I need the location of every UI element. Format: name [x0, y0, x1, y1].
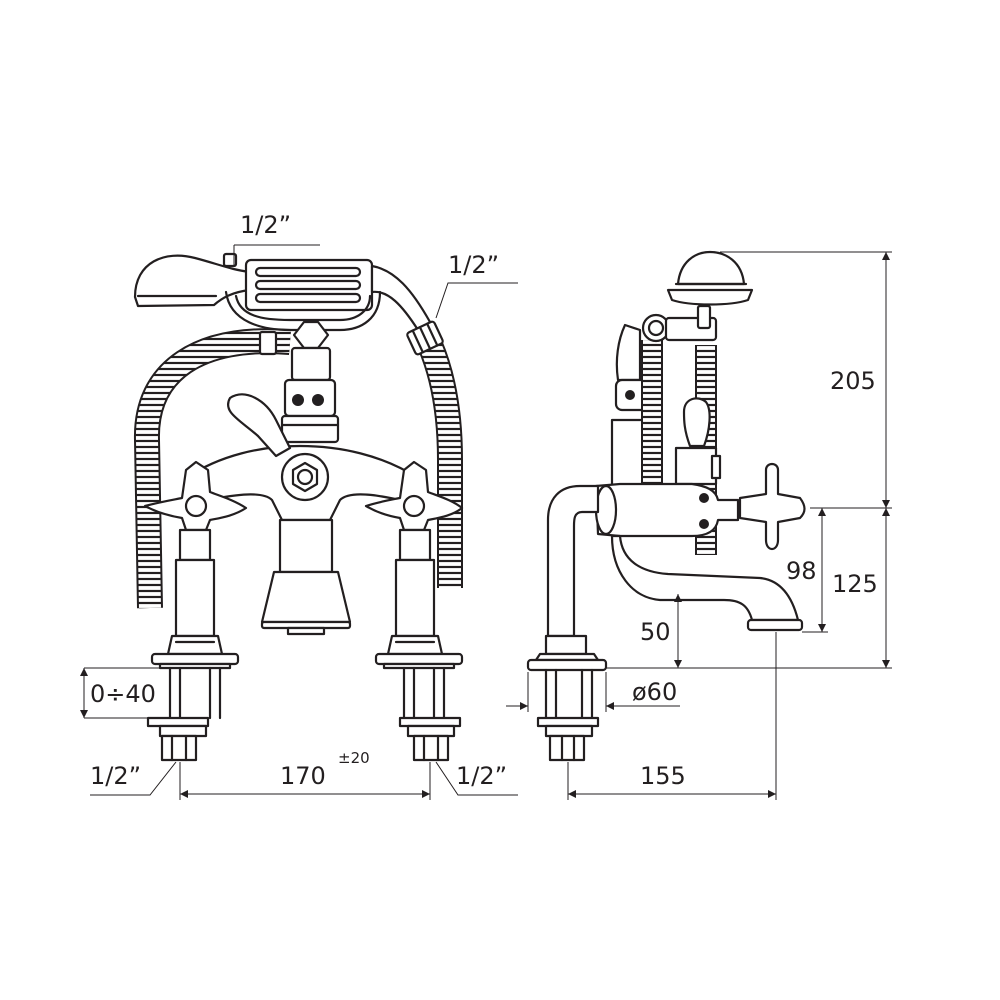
label-inlet-top: 1/2”	[240, 211, 291, 239]
cross-handle-right[interactable]	[364, 460, 464, 532]
side-view	[526, 250, 806, 762]
cross-handle-left[interactable]	[143, 460, 248, 532]
label-projection: 155	[640, 762, 686, 790]
label-centers-tolerance: ±20	[338, 749, 370, 767]
label-centers: 170	[280, 762, 326, 790]
label-handle-height: 98	[786, 557, 817, 585]
label-inlet-right: 1/2”	[448, 251, 499, 279]
label-inlet-right-bottom: 1/2”	[456, 762, 507, 790]
spout	[260, 570, 352, 624]
label-spout-height: 50	[640, 618, 671, 646]
label-total-height: 205	[830, 367, 876, 395]
cradle	[224, 290, 382, 332]
front-view	[133, 252, 464, 762]
dimension-lines	[80, 244, 892, 800]
dimension-labels: 1/2” 1/2” 0÷40 1/2” 1/2” 170 ±20 ø60 155…	[90, 211, 878, 790]
leg-left	[146, 528, 240, 762]
label-adjust-range: 0÷40	[90, 680, 156, 708]
leg-right	[374, 528, 464, 762]
label-body-height: 125	[832, 570, 878, 598]
label-inlet-left-bottom: 1/2”	[90, 762, 141, 790]
cross-handle-side[interactable]	[738, 462, 806, 551]
handshower-head-side	[676, 250, 746, 286]
handshower-head	[133, 254, 252, 308]
label-flange-diameter: ø60	[632, 678, 677, 706]
diverter-lever	[227, 393, 292, 458]
